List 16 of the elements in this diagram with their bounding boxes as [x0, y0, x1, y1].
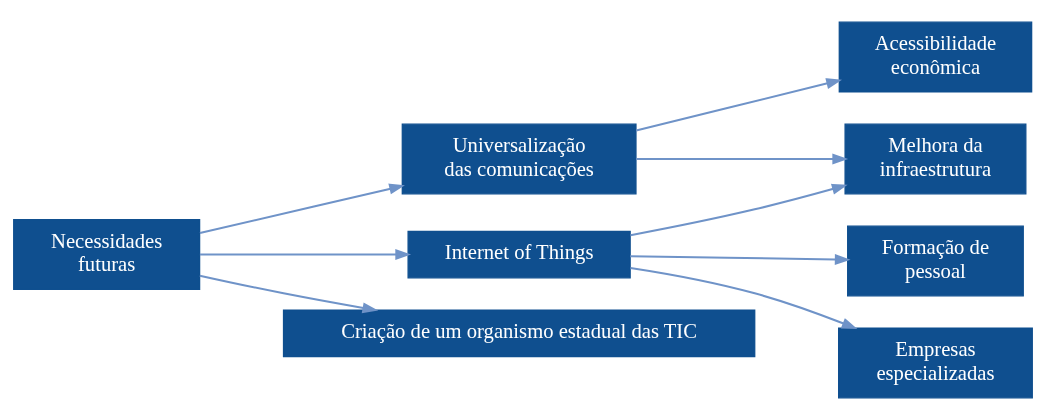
arrow: [199, 183, 405, 234]
node-box: Empresas especializadas: [838, 326, 1033, 398]
node-box: Universalização das comunicações: [401, 123, 637, 194]
node-box: Acessibilidade econômica: [838, 21, 1033, 93]
arrow: [630, 253, 851, 265]
node-box: Criação de um organismo estadual das TIC: [282, 308, 756, 357]
node-box: Internet of Things: [407, 230, 631, 278]
node-box: Necessidades futuras: [13, 218, 201, 290]
arrow: [630, 183, 848, 236]
node-box: Formação de pessoal: [847, 225, 1024, 296]
arrow: [636, 153, 849, 165]
arrow: [635, 77, 842, 131]
arrow: [199, 274, 379, 313]
arrow: [199, 248, 412, 260]
arrow: [630, 266, 858, 329]
node-box: Melhora da infraestrutura: [844, 123, 1027, 194]
